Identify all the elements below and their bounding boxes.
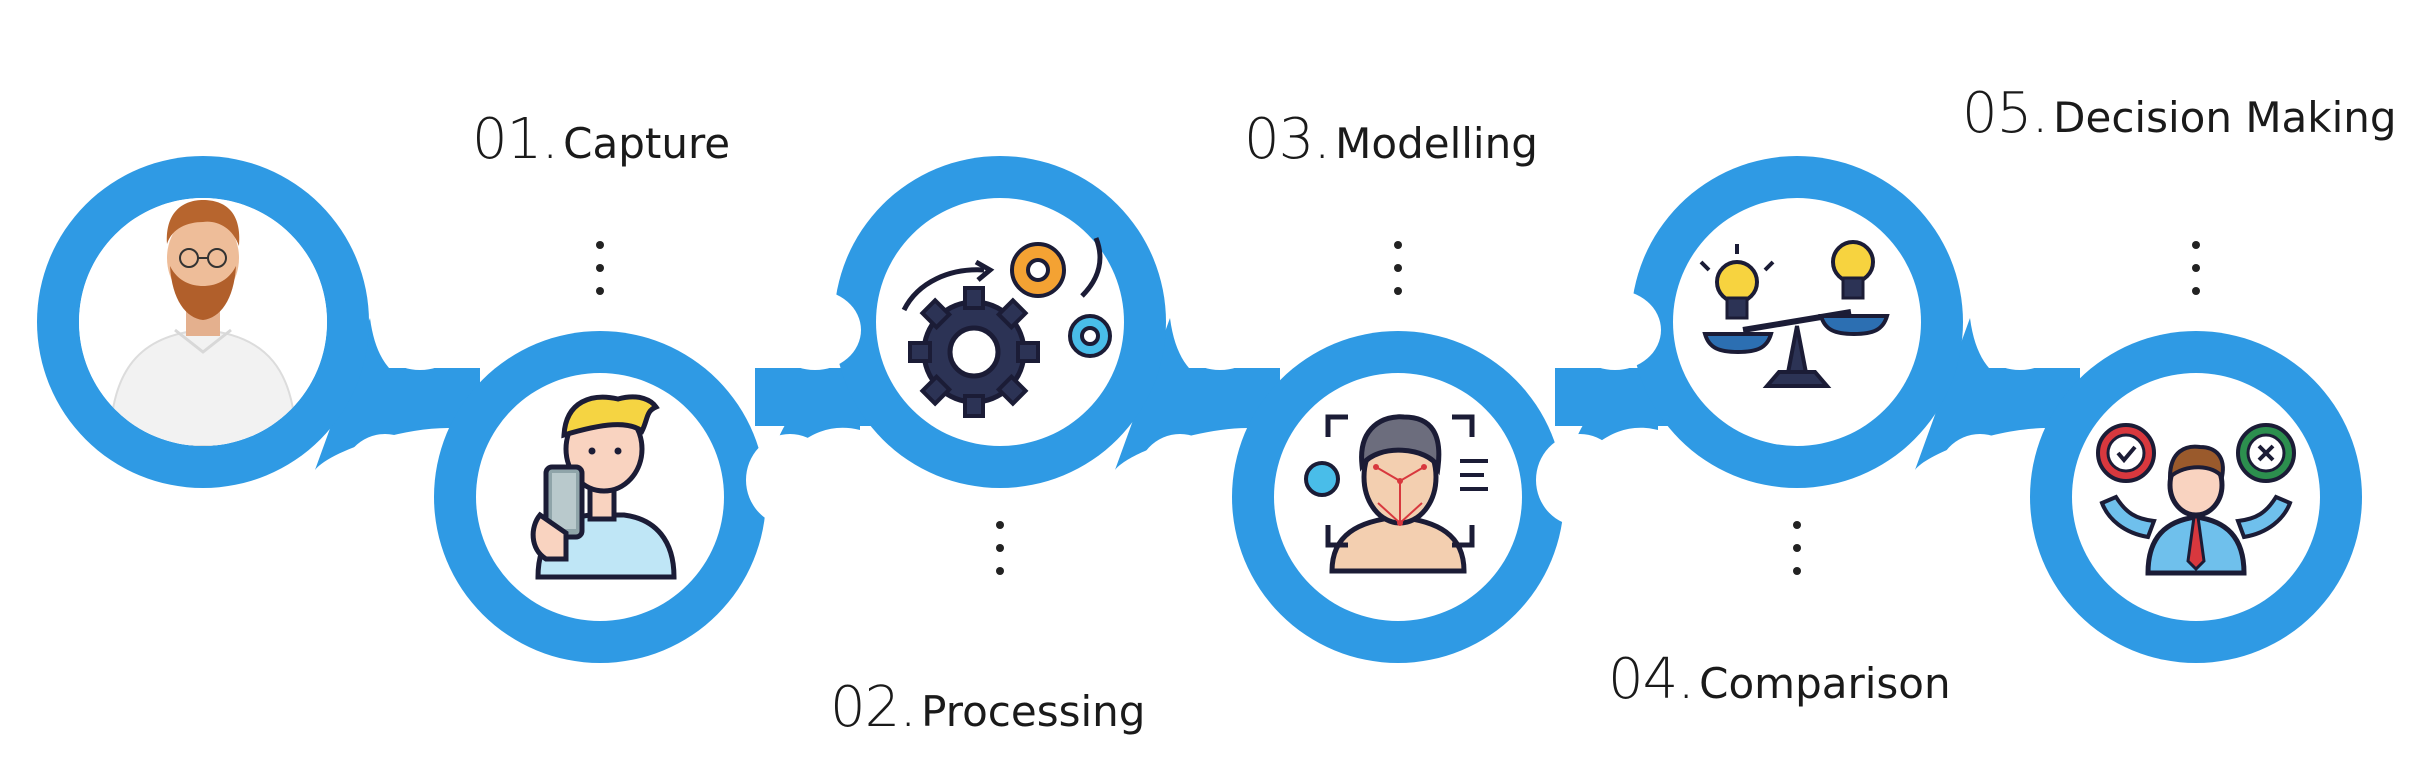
track [37, 156, 2362, 663]
track-notches [341, 290, 2066, 526]
step-number: 04. [1608, 647, 1695, 712]
selfie-phone-icon [530, 394, 677, 580]
step-title: Capture [563, 119, 731, 168]
face-scan-icon [1304, 414, 1488, 574]
dots-step-4 [1793, 521, 1801, 575]
dotted-connectors [596, 241, 2200, 575]
step-label-2: 02. Processing [830, 680, 1145, 736]
dots-step-2 [996, 521, 1004, 575]
step-number: 05. [1962, 81, 2049, 146]
gears-icon [901, 237, 1112, 418]
step-label-1: 01. Capture [472, 112, 730, 168]
balance-scale-bulbs-icon [1699, 240, 1890, 388]
step-label-5: 05. Decision Making [1962, 86, 2397, 142]
dots-step-3 [1394, 241, 1402, 295]
step-title: Comparison [1699, 659, 1951, 708]
decision-person-icon [2096, 423, 2296, 576]
step-label-3: 03. Modelling [1244, 112, 1538, 168]
dots-step-5 [2192, 241, 2200, 295]
step-title: Modelling [1335, 119, 1538, 168]
step-number: 02. [830, 675, 917, 740]
step-label-4: 04. Comparison [1608, 652, 1951, 708]
step-title: Decision Making [2053, 93, 2397, 142]
step-number: 03. [1244, 107, 1331, 172]
bearded-man-photo [79, 198, 327, 446]
dots-step-1 [596, 241, 604, 295]
step-number: 01. [472, 107, 559, 172]
step-title: Processing [921, 687, 1146, 736]
